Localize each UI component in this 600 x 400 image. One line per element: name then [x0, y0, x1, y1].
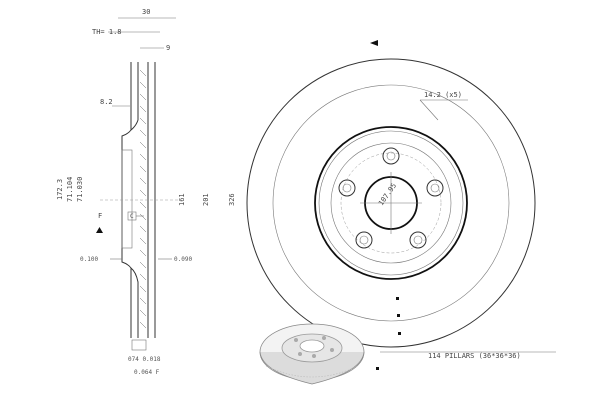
label-th-min: TH= 1.8 — [92, 28, 122, 36]
label-dim-201: 201 — [202, 193, 210, 206]
label-flange: 9 — [166, 44, 170, 52]
hat-outer-circle — [314, 126, 468, 280]
label-runout-right: 0.090 — [174, 256, 192, 263]
label-width-overall: 30 — [142, 8, 150, 16]
disc-isometric-sketch — [259, 323, 365, 385]
label-datum-c: C — [130, 213, 134, 220]
label-hat-offset: 8.2 — [100, 98, 113, 106]
label-center-bore: 107.95 — [377, 182, 398, 207]
label-dim-a: 172.3 — [56, 179, 64, 200]
label-dim-b: 71.104 — [66, 177, 74, 202]
label-runout-left: 0.100 — [80, 256, 98, 263]
label-dim-161: 161 — [178, 193, 186, 206]
section-view: 30 TH= 1.8 9 8.2 172.3 71.104 71.030 F — [56, 8, 236, 376]
label-tol-1: 074 0.018 — [128, 356, 161, 363]
label-datum-f: F — [98, 212, 102, 220]
label-pcd: 14.2 (x5) — [424, 91, 462, 99]
dot-markers — [376, 297, 401, 370]
vent-fins — [139, 69, 147, 329]
label-dim-326: 326 — [228, 193, 236, 206]
label-pillars: 114 PILLARS (36*36*36) — [428, 352, 521, 360]
label-tol-2: 0.064 F — [134, 369, 160, 376]
datum-f-marker — [96, 227, 103, 233]
label-dim-c: 71.030 — [76, 177, 84, 202]
arrow-marker-top — [370, 40, 378, 46]
bolt-holes — [338, 147, 444, 249]
disc-outer-circle — [246, 58, 536, 348]
front-view: 107.95 14.2 (x5) 114 PILLARS (36*36*36) — [246, 40, 556, 370]
